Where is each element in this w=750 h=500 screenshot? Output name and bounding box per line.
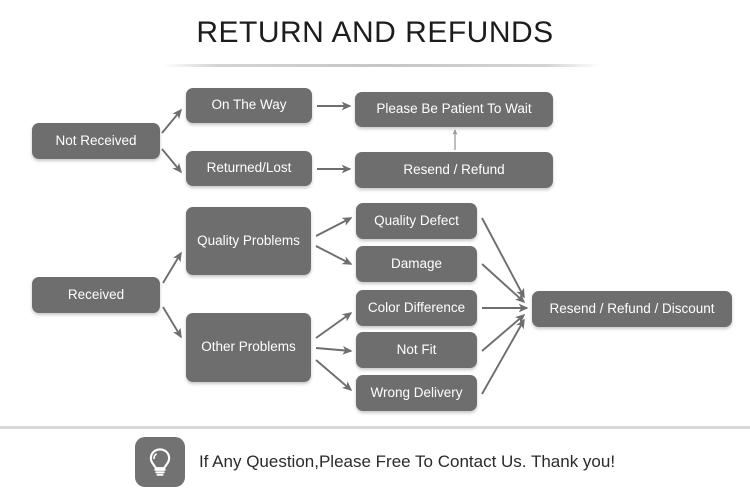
node-not-fit[interactable]: Not Fit: [356, 332, 477, 368]
title-divider: [163, 64, 600, 67]
lightbulb-icon: [134, 437, 185, 487]
node-not-received[interactable]: Not Received: [32, 123, 160, 159]
node-returned-lost[interactable]: Returned/Lost: [186, 151, 312, 186]
footer-contact-bar: If Any Question,Please Free To Contact U…: [0, 437, 750, 487]
edge-not-fit-to-final: [481, 313, 526, 352]
edge-other-problems-to-color-difference: [315, 312, 353, 339]
footer-contact-text: If Any Question,Please Free To Contact U…: [198, 452, 616, 471]
node-received[interactable]: Received: [32, 277, 160, 313]
node-quality-problems[interactable]: Quality Problems: [186, 207, 311, 275]
edge-damage-to-final: [481, 263, 526, 304]
node-color-difference[interactable]: Color Difference: [356, 290, 477, 326]
edge-received-to-quality-problems: [162, 251, 182, 284]
edge-quality-problems-to-quality-defect: [315, 217, 353, 237]
node-resend-refund-discount[interactable]: Resend / Refund / Discount: [532, 291, 732, 327]
edge-other-problems-to-not-fit: [315, 345, 353, 355]
footer-divider: [0, 426, 750, 429]
edge-received-to-other-problems: [162, 306, 182, 339]
edge-quality-problems-to-damage: [315, 245, 353, 265]
page-title: RETURN AND REFUNDS: [196, 16, 554, 49]
node-quality-defect[interactable]: Quality Defect: [356, 203, 477, 239]
node-other-problems[interactable]: Other Problems: [186, 313, 311, 382]
edge-not-received-to-returned-lost: [161, 148, 183, 174]
edge-not-received-to-on-the-way: [161, 108, 183, 134]
node-on-the-way[interactable]: On The Way: [186, 88, 312, 123]
node-damage[interactable]: Damage: [356, 246, 477, 282]
node-wrong-delivery[interactable]: Wrong Delivery: [356, 375, 477, 411]
edge-other-problems-to-wrong-delivery: [315, 359, 353, 392]
edge-wrong-delivery-to-final: [481, 318, 525, 395]
node-resend-refund[interactable]: Resend / Refund: [355, 152, 553, 188]
node-please-be-patient-to-wait[interactable]: Please Be Patient To Wait: [355, 92, 553, 127]
edge-quality-defect-to-final: [481, 217, 525, 299]
